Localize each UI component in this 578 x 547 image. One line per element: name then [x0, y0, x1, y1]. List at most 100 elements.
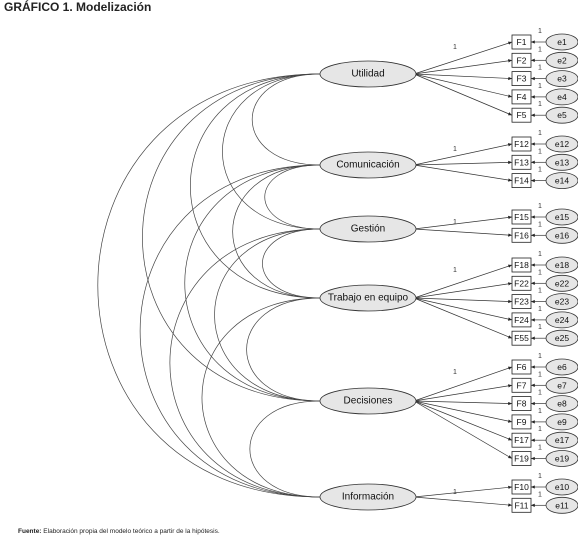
error-loading-label: 1	[538, 426, 542, 433]
covariance-arc	[264, 164, 321, 230]
error-loading-label: 1	[538, 408, 542, 415]
loading-arrow	[413, 73, 513, 116]
error-loading-label: 1	[538, 324, 542, 331]
error-term	[545, 70, 578, 87]
loading-arrow	[413, 400, 513, 441]
error-term	[545, 293, 578, 310]
indicator-label: F22	[514, 278, 529, 288]
error-loading-label: 1	[538, 306, 542, 313]
indicator-box	[511, 312, 532, 328]
indicator-label: F14	[514, 176, 529, 186]
error-term	[545, 395, 578, 412]
indicator-box	[511, 71, 532, 86]
loading-arrow	[413, 73, 513, 81]
latent-factor	[319, 60, 417, 88]
error-label: e5	[557, 110, 567, 120]
indicator-box	[511, 257, 532, 273]
error-term	[545, 496, 578, 514]
error-term	[545, 450, 578, 467]
covariance-arc	[142, 73, 321, 402]
indicator-label: F13	[514, 157, 529, 167]
factor-loading-label: 1	[453, 267, 457, 274]
covariance-arc	[214, 228, 321, 402]
error-label: e17	[555, 435, 569, 445]
error-loading-label: 1	[538, 473, 542, 480]
indicator-label: F5	[517, 110, 527, 120]
loading-arrow	[413, 164, 513, 182]
error-loading-label: 1	[538, 130, 542, 137]
error-term	[545, 208, 578, 226]
loading-arrow	[413, 297, 513, 321]
covariance-arc	[252, 73, 321, 166]
indicator-label: F11	[514, 500, 528, 510]
indicator-box	[511, 34, 532, 50]
error-loading-label: 1	[538, 167, 542, 174]
indicator-label: F16	[514, 230, 529, 240]
covariance-arc	[262, 228, 321, 299]
loading-arrow	[413, 485, 513, 498]
figure-title: GRÁFICO 1. Modelización	[4, 0, 152, 14]
error-loading-label: 1	[538, 269, 542, 276]
indicator-box	[511, 136, 532, 152]
error-label: e23	[555, 297, 569, 307]
indicator-box	[511, 396, 532, 412]
error-loading-label: 1	[538, 101, 542, 108]
indicator-label: F12	[514, 139, 529, 149]
error-loading-label: 1	[538, 353, 542, 360]
covariance-arc	[249, 400, 321, 498]
error-label: e1	[557, 37, 567, 47]
covariance-arc	[222, 73, 321, 230]
indicator-label: F2	[517, 55, 527, 65]
indicator-label: F17	[514, 435, 529, 445]
error-term	[545, 135, 578, 153]
indicator-box	[511, 497, 532, 513]
covariance-arc	[189, 73, 321, 299]
loading-arrow	[413, 400, 513, 423]
indicator-label: F6	[517, 362, 527, 372]
indicator-box	[511, 377, 532, 393]
error-loading-label: 1	[538, 445, 542, 452]
latent-factor-label: Utilidad	[351, 69, 384, 80]
indicator-label: F15	[514, 212, 529, 222]
indicator-label: F8	[517, 399, 527, 409]
figure-source: Fuente: Elaboración propia del modelo te…	[18, 528, 220, 535]
indicator-box	[511, 275, 532, 291]
indicator-label: F23	[514, 297, 529, 307]
loading-arrow	[413, 215, 513, 230]
indicator-label: F1	[517, 37, 527, 47]
error-label: e18	[555, 260, 569, 270]
loading-arrow	[413, 73, 513, 98]
factor-loading-label: 1	[453, 146, 457, 153]
error-term	[545, 33, 578, 51]
error-term	[545, 226, 578, 244]
error-label: e12	[555, 139, 569, 149]
indicator-box	[511, 359, 532, 375]
error-term	[545, 106, 578, 124]
latent-factor-label: Gestión	[351, 224, 385, 235]
error-term	[545, 376, 578, 394]
error-term	[545, 88, 578, 106]
error-term	[545, 478, 578, 496]
error-loading-label: 1	[538, 390, 542, 397]
error-label: e2	[557, 55, 567, 65]
loading-arrow	[413, 400, 513, 406]
indicator-label: F9	[517, 417, 527, 427]
covariance-arc	[97, 73, 321, 498]
error-label: e13	[555, 157, 569, 167]
factor-loading-label: 1	[453, 44, 457, 51]
indicator-label: F19	[514, 454, 529, 464]
error-loading-label: 1	[538, 83, 542, 90]
error-term	[545, 431, 578, 449]
latent-factor	[319, 284, 417, 312]
indicator-label: F24	[514, 315, 529, 325]
error-loading-label: 1	[538, 288, 542, 295]
error-label: e11	[555, 500, 569, 510]
indicator-label: F7	[517, 380, 527, 390]
covariance-arc	[139, 164, 321, 498]
indicator-label: F18	[514, 260, 529, 270]
indicator-box	[511, 52, 532, 68]
error-label: e8	[557, 399, 567, 409]
indicator-box	[511, 414, 532, 430]
error-label: e15	[555, 212, 569, 222]
latent-factor	[319, 151, 417, 179]
